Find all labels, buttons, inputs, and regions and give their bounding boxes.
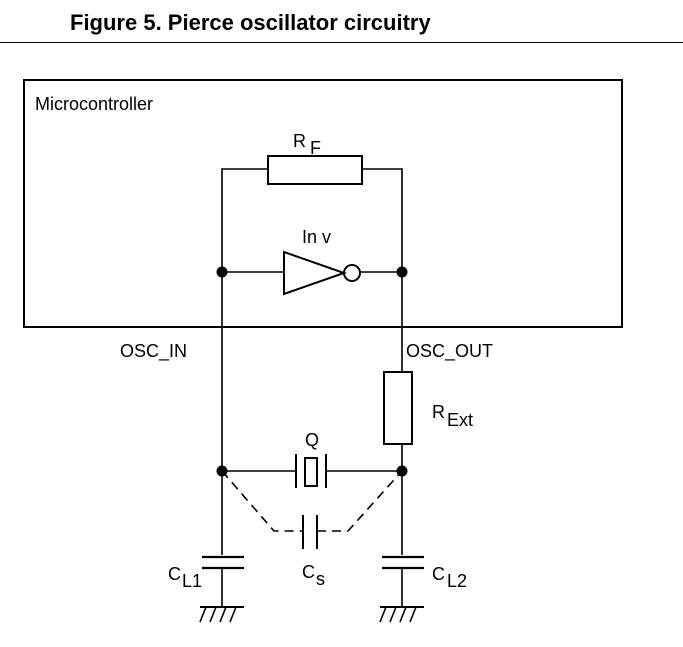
- ground-symbol-left: [199, 606, 244, 623]
- osc-out-label: OSC_OUT: [406, 341, 493, 362]
- microcontroller-label: Microcontroller: [35, 94, 153, 114]
- junction-dot-in-crystal: [216, 465, 228, 477]
- inverter: [222, 250, 402, 296]
- external-resistor-rext: [383, 272, 413, 555]
- microcontroller-box: [23, 79, 623, 328]
- figure-title: Figure 5. Pierce oscillator circuitry: [70, 10, 431, 35]
- cl1-subscript: L1: [182, 571, 202, 591]
- cl2-label: C: [432, 564, 445, 584]
- rext-label: R: [432, 402, 445, 422]
- stray-capacitance-cs: [221, 470, 403, 549]
- crystal-label: Q: [305, 430, 319, 450]
- cs-label: C: [302, 562, 315, 582]
- inverter-label: In v: [302, 227, 331, 247]
- rext-subscript: Ext: [447, 410, 473, 430]
- cl2-subscript: L2: [447, 571, 467, 591]
- load-capacitor-cl2: [382, 555, 424, 607]
- junction-dot-out-top: [396, 266, 408, 278]
- load-capacitor-cl1: [202, 555, 244, 607]
- cs-subscript: s: [316, 569, 325, 589]
- junction-dot-out-crystal: [396, 465, 408, 477]
- ground-symbol-right: [379, 606, 424, 623]
- rf-label: R: [293, 131, 306, 151]
- osc-in-label: OSC_IN: [120, 341, 187, 362]
- title-rule: [0, 42, 683, 43]
- crystal-q: [222, 454, 402, 488]
- cl1-label: C: [168, 564, 181, 584]
- junction-dot-in-top: [216, 266, 228, 278]
- feedback-resistor-rf: [221, 155, 403, 272]
- rf-subscript: F: [310, 138, 321, 158]
